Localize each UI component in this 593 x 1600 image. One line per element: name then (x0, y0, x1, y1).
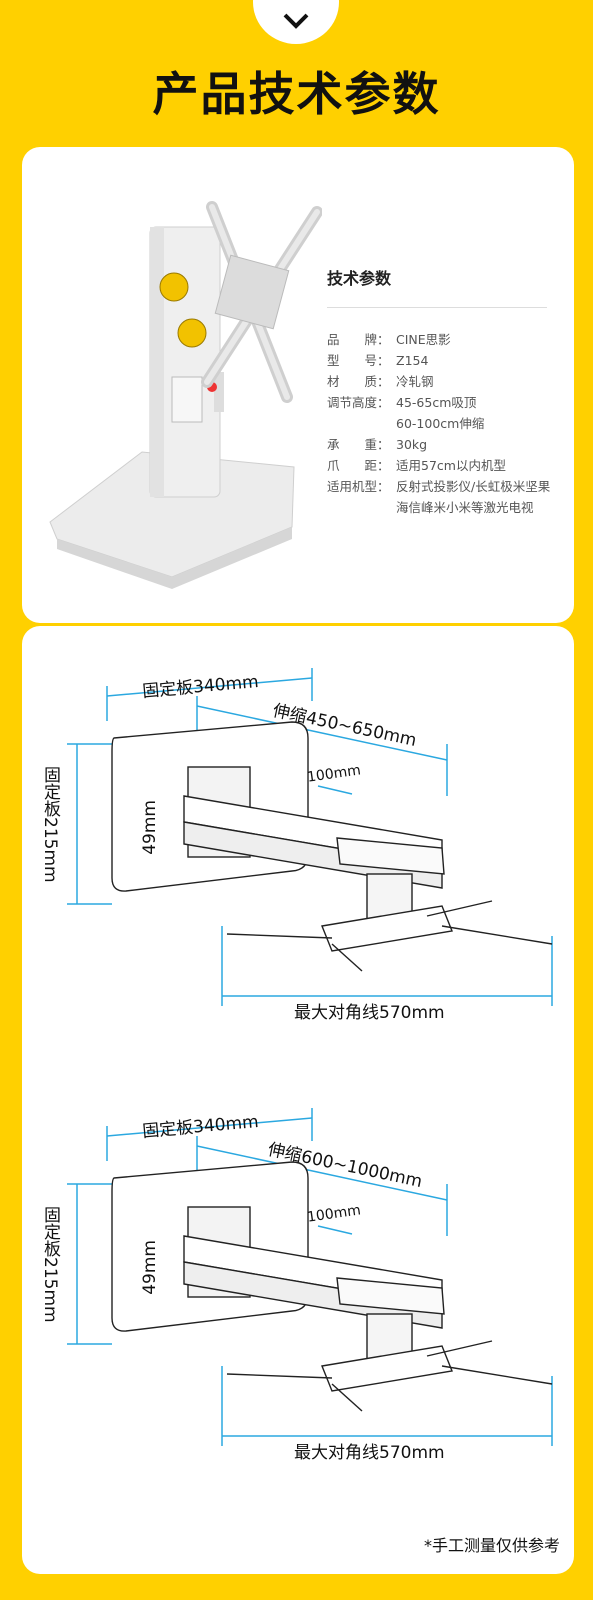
spec-value: Z154 (396, 353, 429, 368)
spec-row-claw: 爪 距： 适用57cm以内机型 (327, 456, 506, 476)
mount-diagram-1 (67, 668, 553, 1006)
chevron-down-icon (283, 13, 309, 29)
spec-value: 反射式投影仪/长虹极米坚果 (396, 479, 551, 494)
diagonal-label: 最大对角线570mm (294, 1003, 445, 1023)
spec-value: 适用57cm以内机型 (396, 458, 506, 473)
spec-value: CINE思影 (396, 332, 451, 347)
dimension-lines (67, 1108, 553, 1446)
diagonal-label: 最大对角线570mm (294, 1443, 445, 1463)
spec-label: 型 号： (327, 353, 390, 368)
spec-label: 调节高度： (327, 395, 390, 410)
spec-label: 适用机型： (327, 479, 390, 494)
spec-value: 30kg (396, 437, 428, 452)
spec-label: 爪 距： (327, 458, 390, 473)
spec-row-model: 型 号： Z154 (327, 351, 428, 371)
spec-value: 60-100cm伸缩 (396, 416, 485, 431)
tube-size-label: 49mm (140, 1240, 160, 1295)
footnote: *手工测量仅供参考 (423, 1536, 560, 1555)
plate-height-label: 固定板215mm (40, 1206, 60, 1323)
mount-diagram-2 (67, 1108, 553, 1446)
spec-value: 冷轧钢 (396, 374, 434, 389)
top-tab (253, 0, 339, 44)
spec-value: 45-65cm吸顶 (396, 395, 477, 410)
spec-value: 海信峰米小米等激光电视 (396, 500, 534, 515)
spec-row-load: 承 重： 30kg (327, 435, 427, 455)
spec-row-brand: 品 牌： CINE思影 (327, 330, 451, 350)
spec-row-height: 调节高度： 45-65cm吸顶 (327, 393, 476, 413)
specs-card: 技术参数 品 牌： CINE思影 型 号： Z154 材 质： 冷轧钢 调节高度： 45… (22, 147, 574, 623)
divider (327, 307, 547, 308)
spec-row-material: 材 质： 冷轧钢 (327, 372, 434, 392)
tube-size-label: 49mm (140, 800, 160, 855)
spec-label: 承 重： (327, 437, 390, 452)
spec-row-models: 适用机型： 反射式投影仪/长虹极米坚果 (327, 477, 550, 497)
plate-height-label: 固定板215mm (40, 766, 60, 883)
spec-label: 材 质： (327, 374, 390, 389)
spec-label: 品 牌： (327, 332, 390, 347)
dimensions-card: 固定板340mm 伸缩450~650mm 100mm 49mm 固定板215mm… (22, 626, 574, 1574)
mount-drawing (111, 1161, 553, 1412)
page-title: 产品技术参数 (152, 67, 441, 121)
mount-drawing (111, 721, 553, 972)
specs-heading: 技术参数 (327, 269, 392, 288)
product-photo (49, 201, 322, 589)
